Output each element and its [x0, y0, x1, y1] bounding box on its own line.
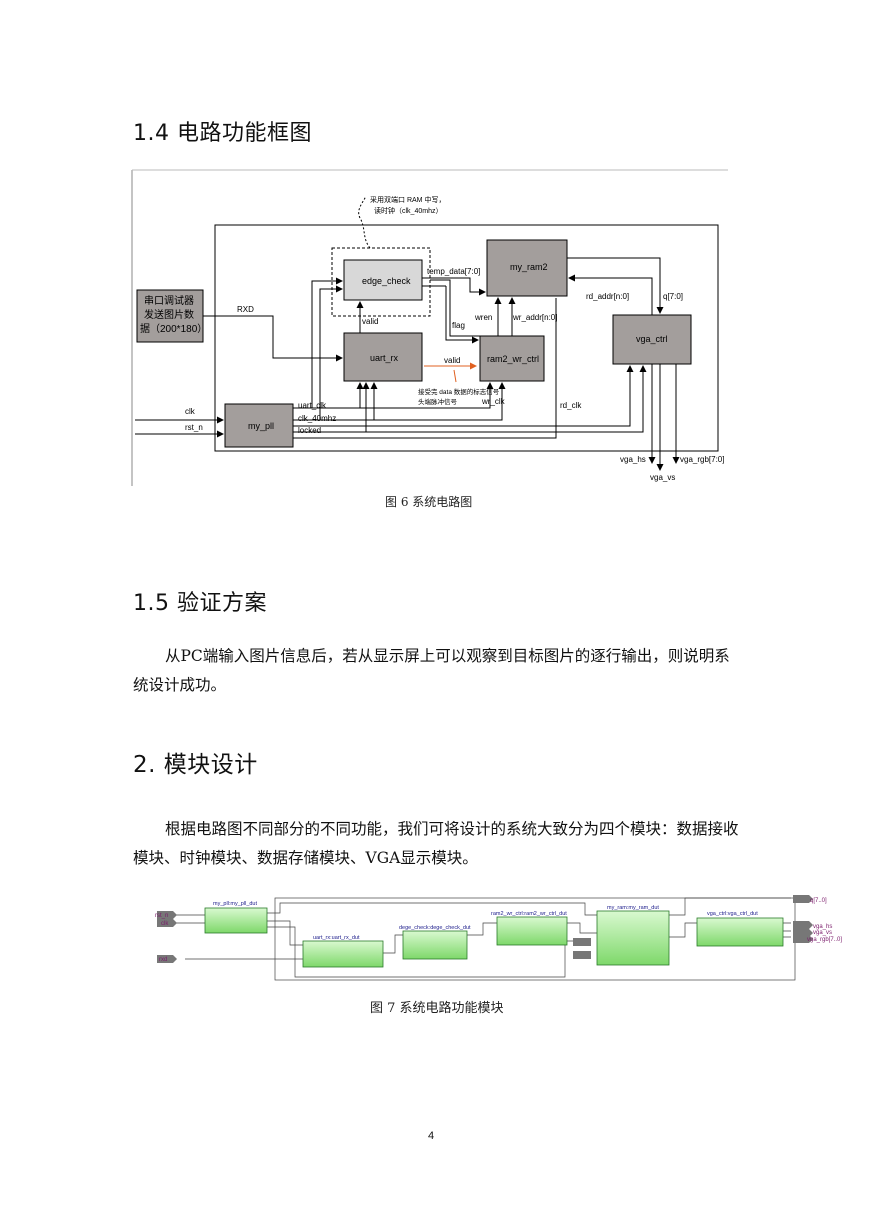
signal-clk: clk — [185, 407, 196, 416]
ram-note-line-1: 采用双端口 RAM 中写， — [370, 195, 445, 204]
ram2-wr-ctrl-block — [479, 335, 545, 382]
pll-module-box — [204, 907, 268, 934]
module-title-uart: uart_rx:uart_rx_dut — [313, 935, 360, 941]
signal-valid-2: valid — [444, 356, 460, 365]
serial-block-line-2: 发送图片数 — [144, 308, 194, 321]
my-pll-label: my_pll — [248, 421, 274, 431]
section-1-5-paragraph: 从PC端输入图片信息后，若从显示屏上可以观察到目标图片的逐行输出，则说明系统设计… — [133, 647, 730, 694]
signal-vga-hs: vga_hs — [620, 455, 646, 464]
uart-rx-label: uart_rx — [370, 353, 399, 363]
signal-q: q[7:0] — [663, 292, 683, 301]
signal-locked: locked — [298, 426, 321, 435]
signal-wren: wren — [474, 313, 492, 322]
my-ram2-label: my_ram2 — [510, 262, 548, 272]
section-heading-1-4: 1.4 电路功能框图 — [133, 121, 312, 146]
signal-wr-clk: wr_clk — [481, 397, 506, 406]
ram2-wr-ctrl-label: ram2_wr_ctrl — [487, 354, 539, 364]
ram-module-box — [596, 910, 670, 966]
module-title-ram: my_ram:my_ram_dut — [607, 905, 659, 911]
ram-note-line-2: 读时钟（clk_40mhz） — [374, 206, 442, 215]
module-title-vga: vga_ctrl:vga_ctrl_dut — [707, 911, 758, 917]
section-heading-2: 2. 模块设计 — [133, 752, 258, 778]
section-heading-1-5: 1.5 验证方案 — [133, 591, 267, 616]
serial-debugger-block — [136, 289, 204, 343]
pin-out-vga-rgb: vga_rgb[7..0] — [807, 937, 842, 943]
page-number: 4 — [428, 1130, 435, 1142]
module-title-edge: dege_check:dege_check_dut — [399, 925, 471, 931]
pin-in-rst-n: rst_n — [155, 913, 168, 919]
figure6-caption: 图 6 系统电路图 — [385, 495, 473, 509]
pin-in-clk: clk — [161, 921, 169, 927]
edge-module-box — [402, 930, 468, 960]
uart-module-box — [302, 940, 384, 968]
valid-note-line-2: 头端脉冲信号 — [418, 397, 458, 406]
edge-check-block — [343, 259, 423, 301]
figure7-module-diagram: my_pll:my_pll_dut uart_rx:uart_rx_dut de… — [155, 895, 842, 981]
signal-temp-data: temp_data[7:0] — [427, 267, 480, 276]
signal-clk-40mhz: clk_40mhz — [298, 414, 336, 423]
wr-module-box — [496, 916, 568, 946]
module-title-pll: my_pll:my_pll_dut — [213, 901, 257, 907]
signal-vga-rgb: vga_rgb[7:0] — [680, 455, 724, 464]
signal-vga-vs: vga_vs — [650, 473, 675, 482]
signal-wr-addr: wr_addr[n:0] — [512, 313, 557, 322]
figure6-circuit-diagram: 串口调试器 发送图片数 据（200*180） edge_check my_ram… — [131, 169, 728, 486]
signal-rd-addr: rd_addr[n:0] — [586, 292, 629, 301]
vga-module-box — [696, 917, 784, 947]
signal-rxd: RXD — [237, 305, 254, 314]
signal-rd-clk: rd_clk — [560, 401, 582, 410]
signal-uart-clk: uart_clk — [298, 401, 327, 410]
signal-valid-1: valid — [362, 317, 378, 326]
module-title-wr: ram2_wr_ctrl:ram2_wr_ctrl_dut — [491, 911, 567, 917]
pin-out-vga-vs: vga_vs — [813, 930, 832, 936]
vga-ctrl-label: vga_ctrl — [636, 334, 668, 344]
valid-note-line-1: 接受完 data 数据的标志信号 — [418, 387, 500, 396]
pin-out-vga-hs: vga_hs — [813, 924, 832, 930]
uart-rx-block — [343, 332, 423, 382]
signal-flag: flag — [452, 321, 465, 330]
section-2-paragraph: 根据电路图不同部分的不同功能，我们可将设计的系统大致分为四个模块：数据接收模块、… — [133, 820, 739, 867]
serial-block-line-3: 据（200*180） — [140, 322, 207, 335]
figure7-caption: 图 7 系统电路功能模块 — [370, 1001, 504, 1016]
edge-check-label: edge_check — [362, 276, 411, 286]
serial-block-line-1: 串口调试器 — [144, 294, 194, 307]
pin-in-rxd: rxd — [159, 957, 167, 963]
pin-out-q: q[7..0] — [810, 898, 827, 904]
signal-rst-n: rst_n — [185, 423, 203, 432]
my-pll-block — [224, 403, 294, 448]
my-ram2-block — [486, 239, 568, 297]
